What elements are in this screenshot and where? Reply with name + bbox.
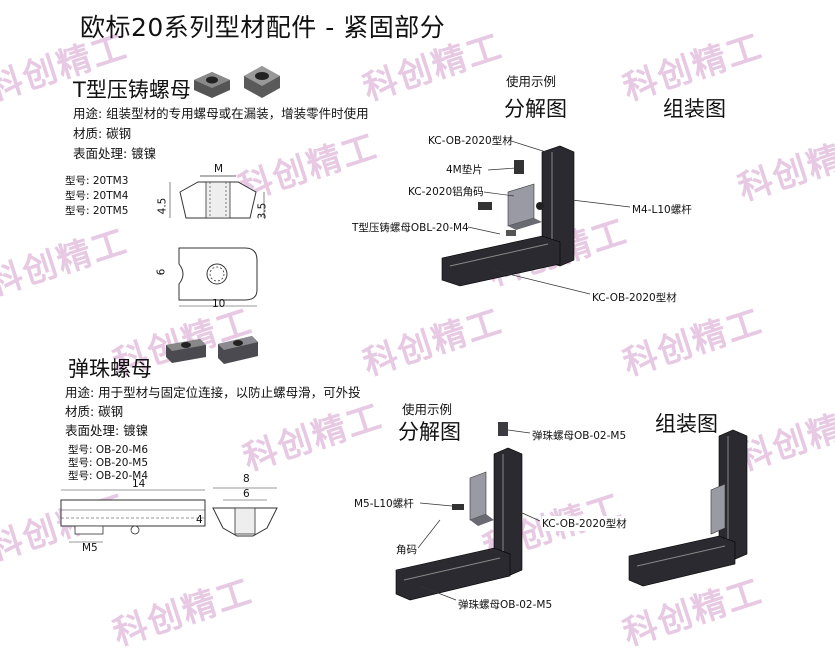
callout-washer: 4M垫片	[446, 162, 483, 177]
diagram2-assembled-label: 组装图	[655, 412, 718, 436]
section1-heading: T型压铸螺母	[73, 78, 191, 102]
t-nut-render-1	[194, 72, 230, 98]
diagram1-leader-lines	[467, 139, 631, 295]
callout-ball-nut: 弹珠螺母OB-02-M5	[458, 597, 553, 612]
section2-material: 材质: 碳钢	[65, 404, 124, 419]
section2-usage: 用途: 用于型材与固定位连接，以防止螺母滑，可外投	[65, 385, 361, 400]
spring-nut-side-drawing	[60, 489, 206, 543]
t-nut-side-drawing	[169, 175, 265, 219]
callout-profile: KC-OB-2020型材	[428, 133, 513, 148]
diagram2-exploded-label: 分解图	[398, 420, 461, 444]
callout-profile: KC-OB-2020型材	[592, 290, 677, 305]
diagram2-assembled-drawing	[628, 429, 748, 587]
section2-heading: 弹珠螺母	[68, 357, 152, 381]
section1-material: 材质: 碳钢	[73, 126, 132, 141]
section1-surface: 表面处理: 镀镍	[73, 146, 157, 161]
dim-l2: 14	[132, 478, 146, 490]
callout-bracket: 角码	[396, 542, 417, 557]
diagram2-leader-lines	[417, 429, 541, 601]
diagram1-exploded-label: 分解图	[504, 97, 567, 121]
section2-model: 型号: OB-20-M6	[68, 444, 149, 456]
section1-model: 型号: 20TM4	[65, 190, 129, 202]
section1-model: 型号: 20TM3	[65, 175, 129, 187]
dim-h4: 4	[196, 514, 203, 526]
t-nut-render-2	[244, 66, 280, 98]
section2-surface: 表面处理: 镀镍	[65, 423, 149, 438]
spring-nut-end-drawing	[212, 487, 278, 537]
diagram1-exploded-drawing	[441, 145, 575, 287]
section1-model: 型号: 20TM5	[65, 205, 129, 217]
callout-t-nut: T型压铸螺母OBL-20-M4	[352, 220, 469, 235]
dim-w8: 8	[243, 473, 250, 485]
callout-screw: M5-L10螺杆	[354, 496, 414, 511]
dim-w6: 6	[243, 488, 250, 500]
callout-screw: M4-L10螺杆	[632, 202, 692, 217]
diagram2-exploded-drawing	[395, 422, 523, 601]
page-title: 欧标20系列型材配件 - 紧固部分	[80, 13, 446, 42]
spring-nut-render-2	[218, 336, 258, 364]
callout-bracket: KC-2020铝角码	[408, 184, 484, 199]
diagram1-assembled-label: 组装图	[663, 97, 726, 121]
section2-model: 型号: OB-20-M5	[68, 457, 149, 469]
diagram1-usage-label: 使用示例	[506, 74, 557, 89]
spring-nut-render-1	[166, 339, 206, 363]
section1-usage: 用途: 组装型材的专用螺母或在漏装，增装零件时使用	[73, 106, 369, 121]
dim-m5: M5	[82, 542, 98, 554]
callout-ball-nut: 弹珠螺母OB-02-M5	[532, 428, 627, 443]
section2-model: 型号: OB-20-M4	[68, 470, 149, 482]
diagram2-usage-label: 使用示例	[402, 402, 453, 417]
dim-m: M	[214, 163, 224, 175]
t-nut-top-drawing	[178, 247, 258, 307]
dim-l: 10	[212, 298, 226, 310]
callout-profile: KC-OB-2020型材	[542, 516, 627, 531]
